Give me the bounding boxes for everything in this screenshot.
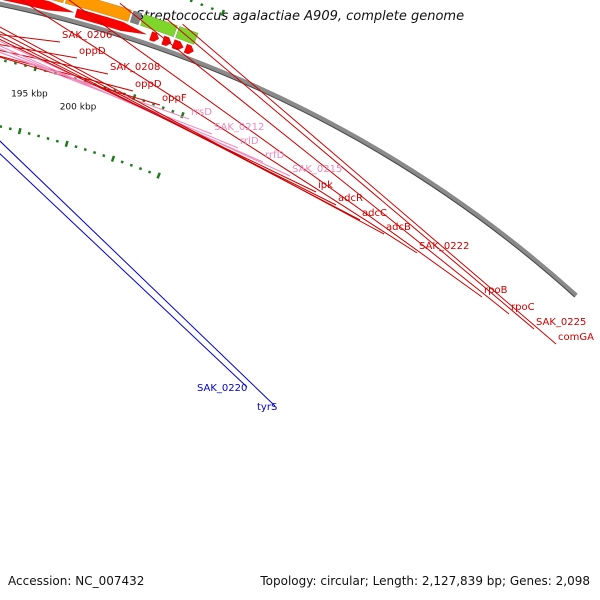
category-block — [50, 0, 65, 4]
feature-label: SAK_0208 — [110, 62, 160, 73]
cds-arrow — [183, 43, 194, 55]
feature-label: rpoC — [511, 302, 535, 313]
feature-label: oppD — [135, 79, 162, 90]
scale-tick — [110, 155, 116, 162]
scale-tick — [64, 140, 69, 148]
scale-tick — [129, 163, 133, 167]
scale-tick — [13, 61, 17, 65]
genome-summary: Topology: circular; Length: 2,127,839 bp… — [260, 574, 590, 588]
scale-tick — [138, 167, 143, 171]
cds-arrow — [171, 39, 184, 51]
feature-label: SAK_0215 — [292, 164, 342, 175]
feature-label: SAK_0220 — [197, 383, 247, 394]
scale-tick — [210, 7, 214, 11]
feature-label: adcC — [362, 208, 387, 219]
leader-line — [0, 26, 385, 235]
feature-label: tyrS — [257, 402, 277, 413]
scale-tick — [147, 170, 152, 174]
leader-line — [165, 17, 535, 330]
feature-label: ipk — [318, 180, 333, 191]
backbone-line — [0, 1, 578, 297]
scale-tick — [220, 9, 226, 17]
cds-arrow — [74, 8, 147, 35]
scale-tick — [189, 0, 193, 3]
feature-label: SAK_0225 — [536, 317, 586, 328]
scale-tick — [27, 131, 31, 136]
leader-line — [20, 0, 418, 254]
feature-label: adcB — [386, 222, 411, 233]
accession-label: Accession: NC_007432 — [8, 574, 145, 588]
leader-line — [182, 23, 557, 345]
scale-tick — [83, 148, 87, 152]
scale-tick — [74, 145, 78, 149]
feature-label: rrlD — [240, 136, 259, 147]
leader-line — [0, 40, 291, 177]
scale-tick — [102, 154, 106, 158]
leader-line — [0, 140, 276, 407]
scale-tick — [46, 137, 50, 141]
scale-label: 195 kbp — [11, 89, 48, 99]
scale-tick — [3, 59, 7, 63]
feature-label: rrsD — [191, 107, 212, 118]
leader-line — [68, 0, 483, 298]
feature-labels: SAK_0206oppDSAK_0208oppDoppFrrsDSAK_0212… — [62, 30, 594, 413]
feature-label: SAK_0222 — [419, 241, 469, 252]
scale-tick — [55, 139, 59, 143]
backbone — [0, 1, 578, 298]
scale-tick — [161, 106, 165, 110]
feature-label: rpoB — [484, 285, 508, 296]
leader-line — [0, 45, 264, 163]
outer-ticks — [189, 0, 226, 17]
scale-tick — [120, 160, 124, 164]
scale-tick — [92, 150, 97, 155]
scale-tick — [17, 127, 22, 135]
feature-label: SAK_0206 — [62, 30, 112, 41]
map-title: Streptococcus agalactiae A909, complete … — [135, 9, 465, 24]
feature-label: oppF — [162, 93, 187, 104]
cds-arrow — [148, 31, 160, 42]
scale-tick — [156, 172, 161, 179]
label-leaders — [0, 0, 557, 407]
backbone-shadow — [0, 4, 576, 298]
leader-line — [0, 38, 317, 193]
cds-arrow — [1, 0, 75, 13]
scale-tick — [0, 125, 3, 129]
feature-label: SAK_0212 — [214, 122, 264, 133]
feature-label: adcR — [338, 193, 363, 204]
scale-tick — [37, 134, 41, 138]
leader-line — [0, 153, 248, 388]
category-block — [140, 13, 178, 38]
feature-label: oppD — [79, 46, 106, 57]
scale-tick — [8, 127, 12, 131]
feature-label: rrfD — [265, 150, 285, 161]
scale-tick — [200, 3, 204, 7]
scale-label: 200 kbp — [60, 103, 97, 113]
feature-label: comGA — [558, 332, 594, 343]
scale-tick — [171, 109, 175, 113]
leader-line — [119, 2, 510, 315]
